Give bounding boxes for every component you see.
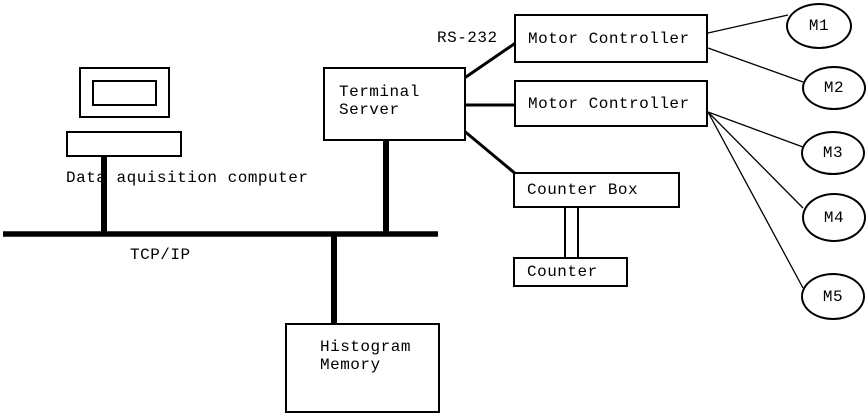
motor-controller-1-label: Motor Controller [528,29,690,48]
terminal-server-label-line1: Terminal [339,83,420,101]
counter-box-node: Counter Box [513,172,680,208]
computer-keyboard-icon [66,131,182,157]
counter-node: Counter [513,257,628,287]
tcpip-bus-label: TCP/IP [130,246,191,264]
motor-node-m2: M2 [802,66,866,110]
motor-node-m1: M1 [786,3,852,49]
histogram-memory-label-line1: Histogram [320,338,411,356]
rs232-link-motor-controller-1-line [462,40,518,81]
motor-controller-2-node: Motor Controller [514,80,708,127]
motor-m2-label: M2 [823,79,845,97]
rs232-link-counter-box-line [462,128,518,177]
rs232-label: RS-232 [437,29,498,47]
motor-node-m5: M5 [801,273,865,320]
motor-controller-2-label: Motor Controller [528,94,690,113]
motor-lead-m1-line [707,14,789,34]
counter-label: Counter [527,263,598,281]
motor-lead-m5-line [707,111,804,289]
histogram-memory-label-line2: Memory [320,356,381,374]
data-acquisition-computer-label: Data aquisition computer [66,169,309,187]
motor-node-m4: M4 [802,193,866,242]
counter-box-label: Counter Box [527,181,639,199]
motor-node-m3: M3 [801,131,865,175]
terminal-server-label-line2: Server [339,101,400,119]
motor-m4-label: M4 [823,208,845,227]
motor-m5-label: M5 [822,287,844,306]
histogram-memory-node: Histogram Memory [285,323,440,413]
motor-m1-label: M1 [808,17,830,35]
motor-m3-label: M3 [822,144,844,162]
motor-controller-1-node: Motor Controller [514,14,708,63]
motor-lead-m3-line [707,111,804,148]
computer-screen-icon [92,80,157,106]
terminal-server-node: Terminal Server [323,67,466,141]
motor-lead-m2-line [707,47,804,83]
motor-lead-m4-line [707,111,804,209]
